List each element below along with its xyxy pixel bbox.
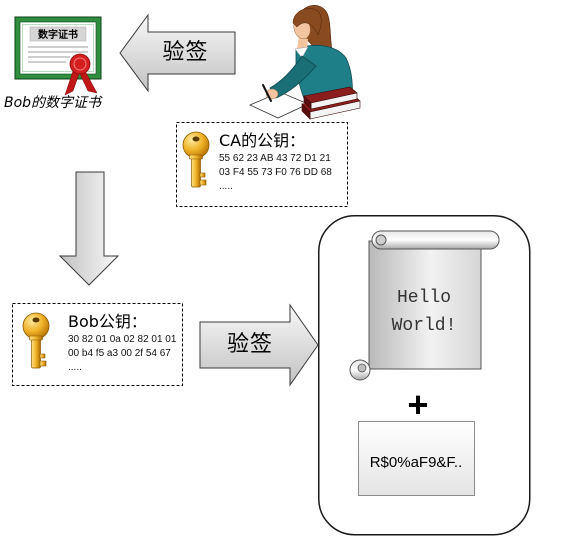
ca-public-key-hex-line: 03 F4 55 73 F0 76 DD 68 <box>219 167 332 178</box>
hair-front <box>292 8 322 36</box>
plus-sign: + <box>407 384 429 425</box>
key-hole <box>192 136 200 142</box>
key-collar <box>189 154 203 160</box>
collar <box>294 46 309 59</box>
arrow-right-to-message <box>199 303 319 387</box>
bob-public-key-hex-line: 00 b4 f5 a3 00 2f 54 67 <box>68 348 171 359</box>
key-tooth <box>199 172 206 178</box>
certificate-banner-text: 数字证书 <box>38 28 78 41</box>
certificate-icon: 数字证书 <box>14 16 102 96</box>
bob-public-key-title: Bob公钥： <box>68 312 147 331</box>
verify-label-top: 验签 <box>162 40 209 65</box>
bob-public-key-ellipsis: ..... <box>68 362 82 373</box>
bob-public-key-hex-line: 30 82 01 0a 02 82 01 01 <box>68 334 177 345</box>
key-tooth <box>199 179 207 186</box>
seal-ring <box>73 57 87 71</box>
certificate-banner <box>29 26 87 42</box>
verify-label-right: 验签 <box>226 332 273 357</box>
key-icon <box>182 131 210 188</box>
certificate-caption: Bob的数字证书 <box>4 95 102 111</box>
pen-icon <box>262 84 272 102</box>
signature-text: R$0%aF9&F.. <box>369 454 463 471</box>
book-stack <box>301 86 361 120</box>
person-writing-icon <box>249 5 361 120</box>
key-tooth <box>39 360 47 367</box>
ca-public-key-hex-line: 55 62 23 AB 43 72 D1 21 <box>219 153 331 164</box>
key-collar <box>29 335 43 341</box>
seal-icon <box>69 53 91 75</box>
key-tooth <box>39 353 46 359</box>
key-head <box>22 312 50 340</box>
book-spine <box>301 103 311 120</box>
book-spine <box>303 95 312 110</box>
arrow-left-to-certificate <box>119 13 236 93</box>
ca-public-key-ellipsis: ..... <box>219 181 233 192</box>
scroll-top-curl <box>375 234 387 246</box>
signature-box <box>358 421 475 496</box>
plaintext-message: Hello World! <box>391 288 457 336</box>
key-head <box>182 131 210 159</box>
ca-public-key-title: CA的公钥： <box>219 131 306 150</box>
key-icon <box>22 312 50 369</box>
scroll-body <box>368 240 482 370</box>
key-hole <box>32 317 40 323</box>
arrow-down-to-bob-key <box>58 171 120 286</box>
scroll-top-roll <box>371 230 500 250</box>
scroll-bottom-curl <box>357 363 367 373</box>
scroll-icon <box>349 230 500 381</box>
neck <box>297 36 308 49</box>
certificate-inner-border <box>22 24 94 72</box>
